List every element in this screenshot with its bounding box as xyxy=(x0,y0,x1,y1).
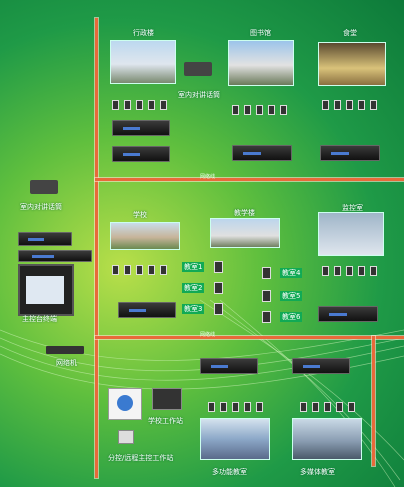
mic-station-icon xyxy=(30,180,58,194)
amplifier-rack xyxy=(118,302,176,318)
amplifier-rack xyxy=(232,145,292,161)
label-canteen: 食堂 xyxy=(343,29,357,37)
monitor-room-photo xyxy=(318,212,384,256)
amplifier-rack xyxy=(112,120,170,136)
classroom-speaker-icon xyxy=(262,267,271,279)
library-photo xyxy=(228,40,294,86)
teaching-building-photo xyxy=(210,218,280,248)
label-main-console: 主控台终端 xyxy=(22,315,57,323)
backbone-middle xyxy=(95,336,404,339)
amplifier-rack xyxy=(292,358,350,374)
multifunction-hall-photo xyxy=(200,418,270,460)
admin-building-photo xyxy=(110,40,176,84)
backbone-right xyxy=(372,336,375,466)
backbone-top xyxy=(95,178,404,181)
label-pc-workstation: 学校工作站 xyxy=(148,417,183,425)
classroom-label: 教室6 xyxy=(280,312,303,322)
bus-tag: 网络线 xyxy=(200,332,216,338)
classroom-label: 教室2 xyxy=(182,283,205,293)
amplifier-rack xyxy=(200,358,258,374)
classroom-label: 教室1 xyxy=(182,262,205,272)
classroom-label: 教室4 xyxy=(280,268,303,278)
ie-icon xyxy=(108,388,142,420)
backbone-vertical xyxy=(95,18,98,478)
control-rack xyxy=(18,250,92,262)
label-library: 图书馆 xyxy=(250,29,271,37)
label-multimedia-room: 多媒体教室 xyxy=(300,468,335,476)
amplifier-rack xyxy=(112,146,170,162)
label-network-switch: 网络机 xyxy=(56,359,77,367)
laptop-icon xyxy=(152,388,182,410)
classroom-speaker-icon xyxy=(262,311,271,323)
label-admin-building: 行政楼 xyxy=(133,29,154,37)
label-monitor-room: 监控室 xyxy=(342,204,363,212)
classroom-speaker-icon xyxy=(214,303,223,315)
mic-station-icon xyxy=(184,62,212,76)
label-teaching-building: 教学楼 xyxy=(234,209,255,217)
main-console-monitor xyxy=(18,264,74,316)
bus-tag: 网络线 xyxy=(200,174,216,180)
classroom-speaker-icon xyxy=(214,282,223,294)
multimedia-room-photo xyxy=(292,418,362,460)
classroom-label: 教室3 xyxy=(182,304,205,314)
amplifier-rack xyxy=(318,306,378,322)
canteen-photo xyxy=(318,42,386,86)
classroom-label: 教室5 xyxy=(280,291,303,301)
label-dispatcher: 分控/远程主控工作站 xyxy=(108,454,174,462)
label-intercom-left: 室内对讲话筒 xyxy=(20,203,62,211)
school-photo xyxy=(110,222,180,250)
control-rack xyxy=(18,232,72,246)
label-school: 学校 xyxy=(133,211,147,219)
classroom-speaker-icon xyxy=(262,290,271,302)
network-switch-icon xyxy=(46,346,84,354)
label-intercom-top: 室内对讲话筒 xyxy=(178,91,220,99)
label-multifunction-hall: 多功能教室 xyxy=(212,468,247,476)
computer-icon xyxy=(118,430,134,444)
amplifier-rack xyxy=(320,145,380,161)
classroom-speaker-icon xyxy=(214,261,223,273)
